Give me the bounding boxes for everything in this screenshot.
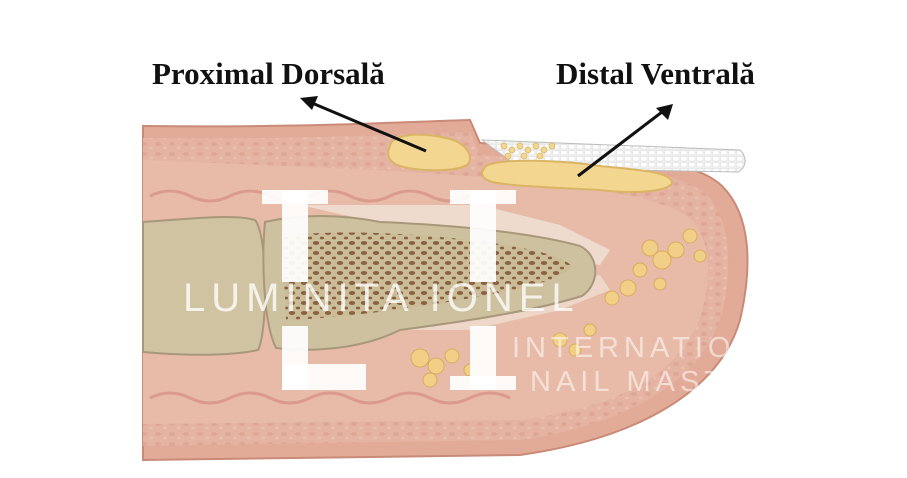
fat-clusters [410,228,707,388]
label-distal-ventral: Distal Ventrală [556,56,755,91]
nail-matrix-cells [500,142,556,160]
distal-ventral-structure [481,159,674,193]
bone-marrow [282,232,572,320]
watermark-tagline-2: NAIL MASTER [530,366,778,398]
watermark-logo [262,190,516,390]
watermark-name: LUMINITA IONEL [183,276,580,320]
arrow-distal [577,104,673,178]
dermal-papillae-line-lower [149,391,511,405]
watermark-tagline-1: INTERNATIONAL [512,332,807,364]
arrow-proximal [300,96,427,153]
label-proximal-dorsal: Proximal Dorsală [152,56,385,91]
